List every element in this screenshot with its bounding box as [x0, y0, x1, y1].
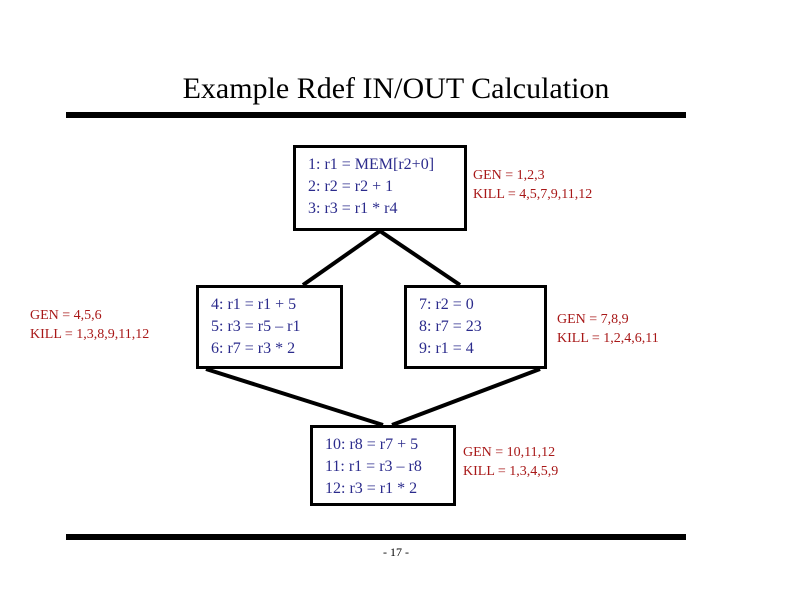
code-line: 11: r1 = r3 – r8 [325, 458, 422, 475]
code-line: 2: r2 = r2 + 1 [308, 178, 394, 195]
basic-block-left-code: 4: r1 = r1 + 5 5: r3 = r5 – r1 6: r7 = r… [199, 288, 340, 366]
edge-right-to-bottom [391, 367, 541, 427]
basic-block-right[interactable]: 7: r2 = 0 8: r7 = 23 9: r1 = 4 [404, 285, 547, 369]
gen-set-left: GEN = 4,5,6 [30, 308, 102, 323]
title-divider [66, 112, 686, 118]
code-line: 9: r1 = 4 [419, 340, 474, 357]
code-line: 12: r3 = r1 * 2 [325, 480, 418, 497]
basic-block-bottom-code: 10: r8 = r7 + 5 11: r1 = r3 – r8 12: r3 … [313, 428, 453, 506]
kill-set-entry: KILL = 4,5,7,9,11,12 [473, 187, 593, 202]
code-line: 5: r3 = r5 – r1 [211, 318, 301, 335]
footer-divider [66, 534, 686, 540]
gen-set-entry: GEN = 1,2,3 [473, 168, 545, 183]
kill-set-left: KILL = 1,3,8,9,11,12 [30, 327, 150, 342]
edge-entry-to-left [301, 229, 382, 287]
code-line: 4: r1 = r1 + 5 [211, 296, 297, 313]
code-line: 3: r3 = r1 * r4 [308, 200, 398, 217]
basic-block-entry-code: 1: r1 = MEM[r2+0] 2: r2 = r2 + 1 3: r3 =… [296, 148, 464, 226]
code-line: 10: r8 = r7 + 5 [325, 436, 419, 453]
page-title: Example Rdef IN/OUT Calculation [182, 72, 610, 105]
genkill-annotation-entry: GEN = 1,2,3 KILL = 4,5,7,9,11,12 [473, 166, 592, 204]
genkill-annotation-right: GEN = 7,8,9 KILL = 1,2,4,6,11 [557, 310, 659, 348]
basic-block-bottom[interactable]: 10: r8 = r7 + 5 11: r1 = r3 – r8 12: r3 … [310, 425, 456, 506]
gen-set-right: GEN = 7,8,9 [557, 312, 629, 327]
genkill-annotation-bottom: GEN = 10,11,12 KILL = 1,3,4,5,9 [463, 443, 558, 481]
edge-entry-to-right [378, 229, 462, 287]
page-number: - 17 - [383, 545, 409, 559]
code-line: 8: r7 = 23 [419, 318, 482, 335]
edge-left-to-bottom [205, 367, 384, 427]
code-line: 1: r1 = MEM[r2+0] [308, 156, 435, 173]
code-line: 7: r2 = 0 [419, 296, 474, 313]
basic-block-right-code: 7: r2 = 0 8: r7 = 23 9: r1 = 4 [407, 288, 544, 366]
genkill-annotation-left: GEN = 4,5,6 KILL = 1,3,8,9,11,12 [30, 306, 149, 344]
gen-set-bottom: GEN = 10,11,12 [463, 445, 556, 460]
kill-set-right: KILL = 1,2,4,6,11 [557, 331, 659, 346]
code-line: 6: r7 = r3 * 2 [211, 340, 296, 357]
kill-set-bottom: KILL = 1,3,4,5,9 [463, 464, 559, 479]
basic-block-left[interactable]: 4: r1 = r1 + 5 5: r3 = r5 – r1 6: r7 = r… [196, 285, 343, 369]
basic-block-entry[interactable]: 1: r1 = MEM[r2+0] 2: r2 = r2 + 1 3: r3 =… [293, 145, 467, 231]
